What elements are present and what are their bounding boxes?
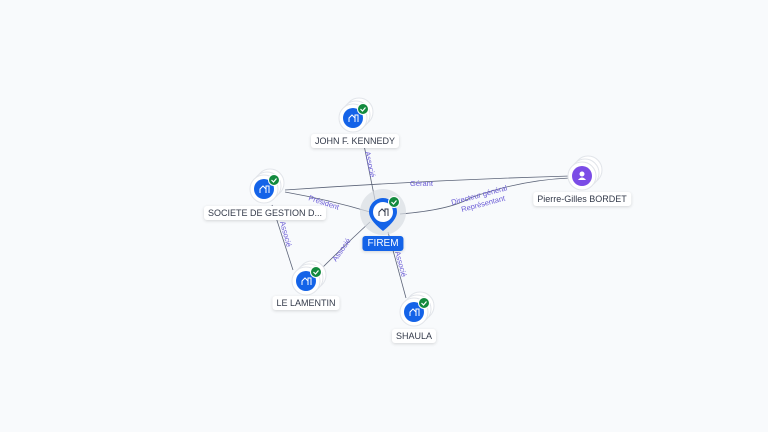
node-jfk[interactable]	[338, 97, 374, 133]
edge-gerant	[284, 175, 571, 191]
building-icon	[404, 302, 424, 322]
edge-label-associe-shaula: Associé	[393, 250, 408, 278]
node-label-shaula[interactable]: SHAULA	[391, 329, 437, 343]
building-icon	[296, 271, 316, 291]
verified-check-icon	[388, 196, 400, 208]
edge-directeur	[399, 177, 571, 215]
node-firem[interactable]	[360, 189, 406, 235]
verified-check-icon	[357, 103, 369, 115]
edge-label-associe-jfk: Associé	[363, 151, 377, 179]
node-societe[interactable]	[249, 168, 285, 204]
node-bordet[interactable]	[567, 155, 603, 191]
building-icon	[378, 208, 389, 216]
node-label-bordet[interactable]: Pierre-Gilles BORDET	[533, 192, 631, 206]
node-label-jfk[interactable]: JOHN F. KENNEDY	[310, 134, 400, 148]
node-lamentin[interactable]	[291, 260, 327, 296]
node-label-societe[interactable]: SOCIETE DE GESTION D...	[203, 206, 327, 220]
edge-label-associe-societe: Associé	[278, 220, 293, 248]
node-label-firem[interactable]: FIREM	[362, 236, 404, 251]
verified-check-icon	[418, 297, 430, 309]
edge-label-gerant: Gérant	[410, 179, 434, 188]
node-label-lamentin[interactable]: LE LAMENTIN	[272, 296, 340, 310]
edge-label-associe-lamentin: Associé	[330, 236, 352, 263]
building-icon	[254, 179, 274, 199]
building-icon	[343, 108, 363, 128]
node-shaula[interactable]	[399, 291, 435, 327]
verified-check-icon	[268, 174, 280, 186]
verified-check-icon	[310, 266, 322, 278]
